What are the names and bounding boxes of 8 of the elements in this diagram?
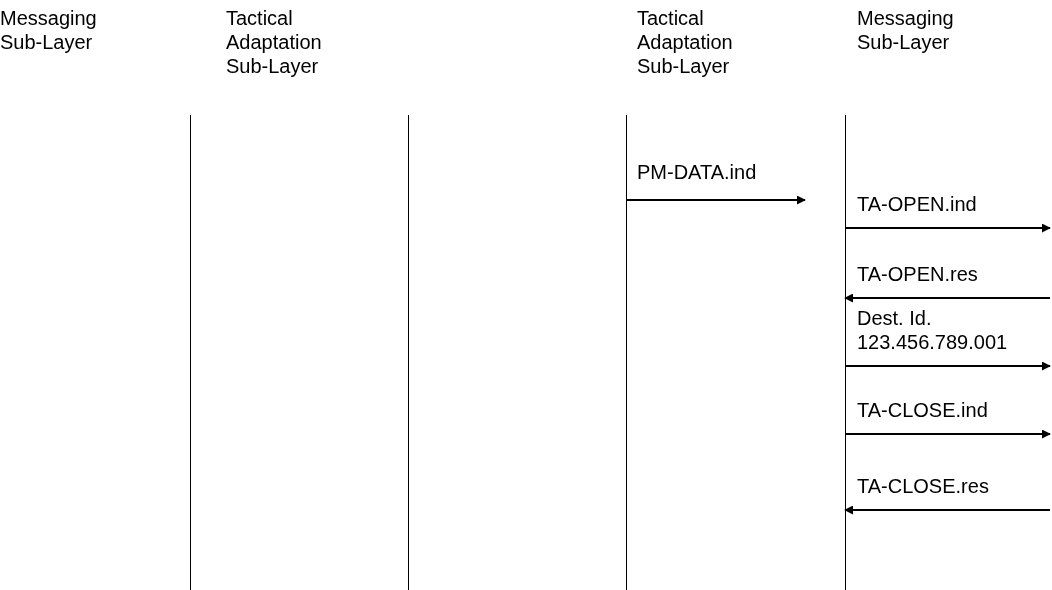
message-arrow [625,195,806,205]
participant-lifeline: Messaging Sub-Layer [0,0,191,590]
message-arrow [844,293,1051,303]
participant-lifeline: Tactical Adaptation Sub-Layer [226,0,409,590]
message-arrow [844,429,1051,439]
message-arrow [844,361,1051,371]
message-arrow [844,505,1051,515]
message-arrow [844,223,1051,233]
